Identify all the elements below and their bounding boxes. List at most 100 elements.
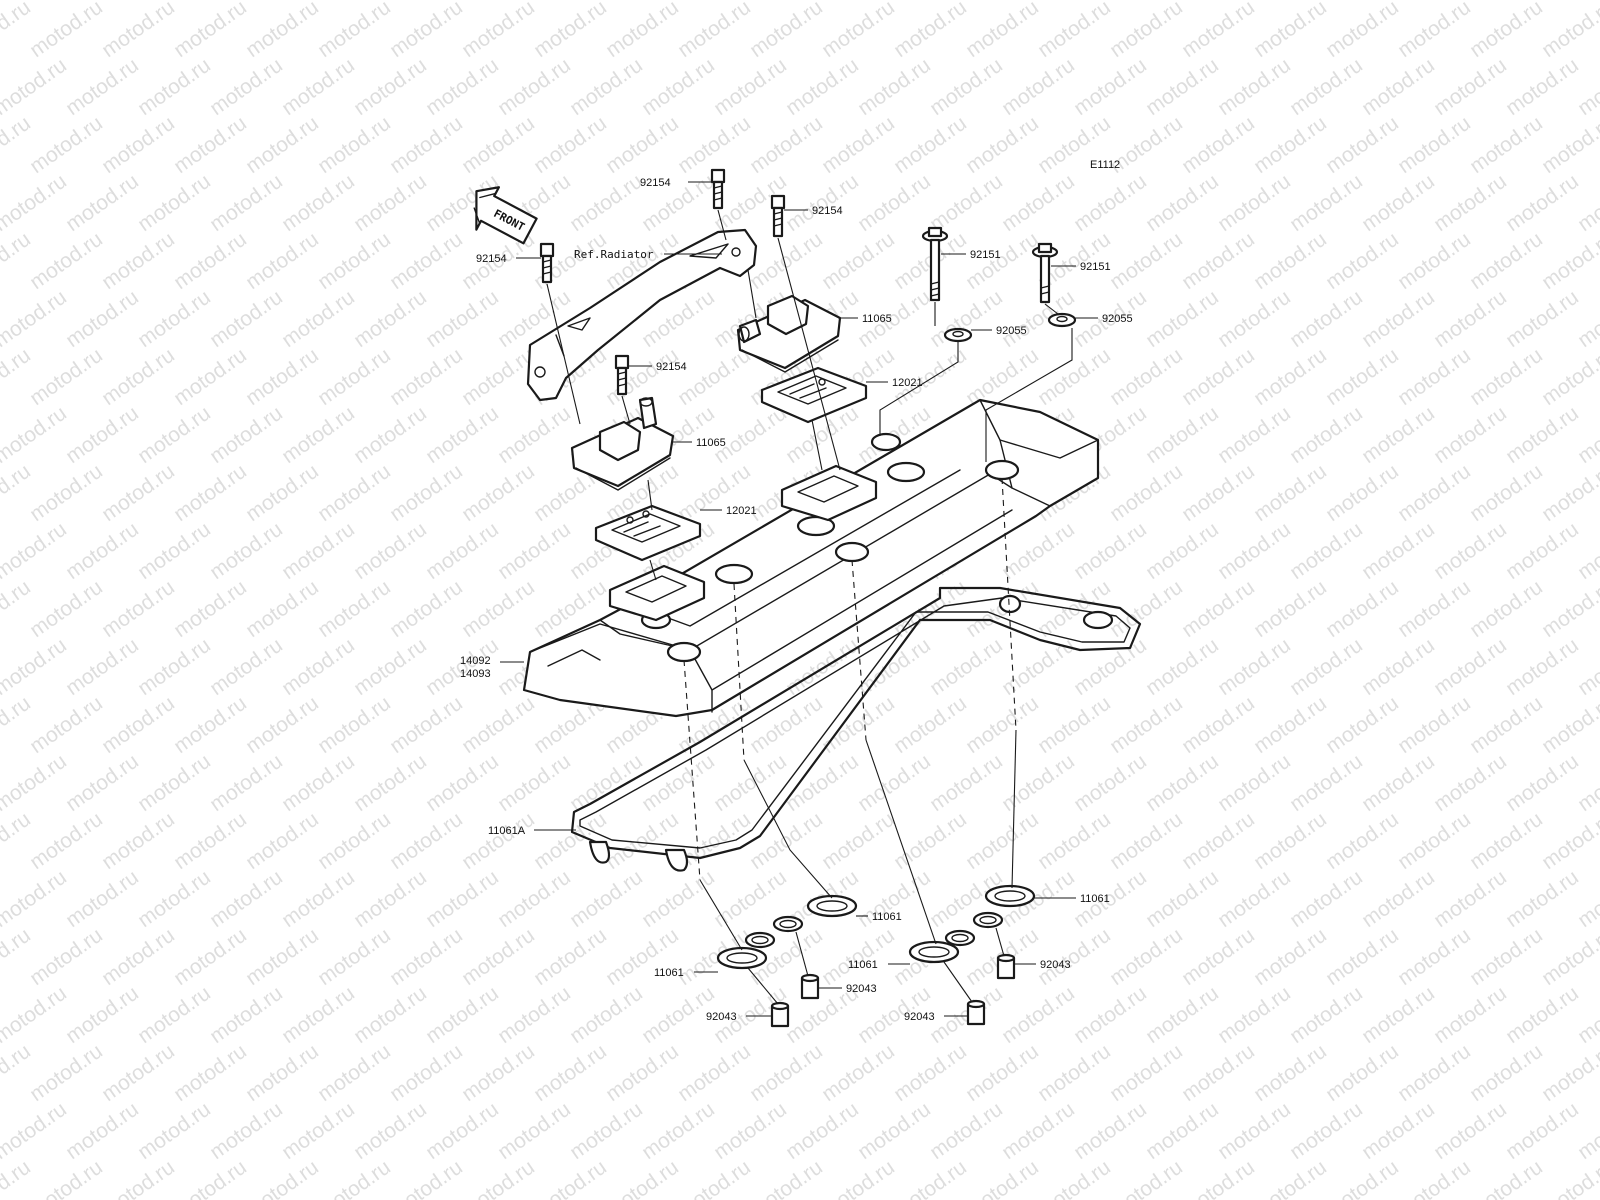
- watermark-text: motod.ru: [1214, 0, 1295, 4]
- watermark-text: motod.ru: [710, 750, 791, 816]
- watermark-text: motod.ru: [206, 634, 287, 700]
- watermark-text: motod.ru: [0, 750, 71, 816]
- watermark-text: motod.ru: [1034, 0, 1115, 62]
- diagram-code: E1112: [1090, 159, 1120, 171]
- watermark-text: motod.ru: [926, 170, 1007, 236]
- watermark-text: motod.ru: [494, 518, 575, 584]
- watermark-text: motod.ru: [26, 1156, 107, 1200]
- watermark-text: motod.ru: [818, 112, 899, 178]
- watermark-text: motod.ru: [0, 924, 35, 990]
- watermark-text: motod.ru: [1502, 1098, 1583, 1164]
- watermark-text: motod.ru: [926, 982, 1007, 1048]
- label-92154-d: 92154: [656, 361, 687, 373]
- watermark-text: motod.ru: [638, 866, 719, 932]
- watermark-text: motod.ru: [1214, 518, 1295, 584]
- watermark-text: motod.ru: [170, 344, 251, 410]
- watermark-text: motod.ru: [170, 924, 251, 990]
- label-11061-b: 11061: [1080, 893, 1110, 905]
- watermark-text: motod.ru: [1358, 1098, 1439, 1164]
- watermark-text: motod.ru: [1430, 518, 1511, 584]
- watermark-text: motod.ru: [422, 518, 503, 584]
- watermark-text: motod.ru: [1466, 692, 1547, 758]
- watermark-text: motod.ru: [0, 344, 35, 410]
- watermark-text: motod.ru: [566, 982, 647, 1048]
- watermark-text: motod.ru: [98, 924, 179, 990]
- watermark-text: motod.ru: [242, 228, 323, 294]
- watermark-text: motod.ru: [1430, 402, 1511, 468]
- watermark-text: motod.ru: [0, 460, 35, 526]
- watermark-text: motod.ru: [458, 1040, 539, 1106]
- watermark-text: motod.ru: [1070, 982, 1151, 1048]
- watermark-text: motod.ru: [62, 54, 143, 120]
- watermark-text: motod.ru: [818, 1040, 899, 1106]
- watermark-text: motod.ru: [1358, 982, 1439, 1048]
- watermark-text: motod.ru: [1538, 808, 1600, 874]
- watermark-text: motod.ru: [0, 228, 35, 294]
- watermark-text: motod.ru: [170, 112, 251, 178]
- watermark-text: motod.ru: [818, 808, 899, 874]
- watermark-text: motod.ru: [1070, 750, 1151, 816]
- watermark-text: motod.ru: [1538, 692, 1600, 758]
- watermark-text: motod.ru: [1106, 692, 1187, 758]
- watermark-text: motod.ru: [98, 808, 179, 874]
- watermark-text: motod.ru: [134, 54, 215, 120]
- watermark-text: motod.ru: [1142, 286, 1223, 352]
- watermark-text: motod.ru: [422, 402, 503, 468]
- watermark-text: motod.ru: [350, 170, 431, 236]
- watermark-text: motod.ru: [386, 1040, 467, 1106]
- watermark-text: motod.ru: [242, 1040, 323, 1106]
- label-92055-a: 92055: [996, 325, 1027, 337]
- watermark-text: motod.ru: [1286, 634, 1367, 700]
- watermark-text: motod.ru: [1322, 228, 1403, 294]
- watermark-text: motod.ru: [134, 1098, 215, 1164]
- watermark-text: motod.ru: [386, 460, 467, 526]
- watermark-text: motod.ru: [62, 286, 143, 352]
- watermark-text: motod.ru: [26, 112, 107, 178]
- watermark-text: motod.ru: [1178, 0, 1259, 62]
- watermark-text: motod.ru: [1250, 924, 1331, 990]
- breather-cover-11065-upper: [736, 294, 842, 373]
- collar-92043-b: [800, 973, 820, 1000]
- watermark-text: motod.ru: [1106, 460, 1187, 526]
- watermark-text: motod.ru: [386, 112, 467, 178]
- watermark-text: motod.ru: [458, 576, 539, 642]
- watermark-text: motod.ru: [1214, 982, 1295, 1048]
- watermark-text: motod.ru: [710, 54, 791, 120]
- watermark-text: motod.ru: [62, 982, 143, 1048]
- watermark-text: motod.ru: [1466, 808, 1547, 874]
- watermark-text: motod.ru: [170, 1040, 251, 1106]
- bolt-92154-b: [770, 194, 786, 238]
- watermark-text: motod.ru: [314, 0, 395, 62]
- watermark-text: motod.ru: [1178, 576, 1259, 642]
- watermark-text: motod.ru: [1286, 518, 1367, 584]
- watermark-text: motod.ru: [0, 692, 35, 758]
- watermark-text: motod.ru: [350, 54, 431, 120]
- watermark-text: motod.ru: [1358, 54, 1439, 120]
- watermark-text: motod.ru: [26, 460, 107, 526]
- collar-92043-a: [770, 1001, 790, 1028]
- watermark-text: motod.ru: [1358, 634, 1439, 700]
- watermark-text: motod.ru: [1430, 170, 1511, 236]
- watermark-text: motod.ru: [962, 0, 1043, 62]
- watermark-text: motod.ru: [602, 112, 683, 178]
- watermark-text: motod.ru: [998, 634, 1079, 700]
- watermark-text: motod.ru: [314, 576, 395, 642]
- label-11061-c: 11061: [654, 967, 684, 979]
- watermark-text: motod.ru: [350, 518, 431, 584]
- watermark-text: motod.ru: [62, 1098, 143, 1164]
- watermark-text: motod.ru: [962, 808, 1043, 874]
- watermark-text: motod.ru: [1286, 286, 1367, 352]
- watermark-text: motod.ru: [818, 1156, 899, 1200]
- watermark-text: motod.ru: [242, 692, 323, 758]
- watermark-text: motod.ru: [638, 1098, 719, 1164]
- watermark-text: motod.ru: [278, 866, 359, 932]
- watermark-text: motod.ru: [1574, 54, 1600, 120]
- watermark-text: motod.ru: [0, 576, 35, 642]
- watermark-text: motod.ru: [0, 634, 71, 700]
- watermark-text: motod.ru: [314, 808, 395, 874]
- watermark-text: motod.ru: [530, 924, 611, 990]
- label-12021-upper: 12021: [892, 377, 923, 389]
- watermark-text: motod.ru: [1250, 1040, 1331, 1106]
- watermark-text: motod.ru: [1106, 1040, 1187, 1106]
